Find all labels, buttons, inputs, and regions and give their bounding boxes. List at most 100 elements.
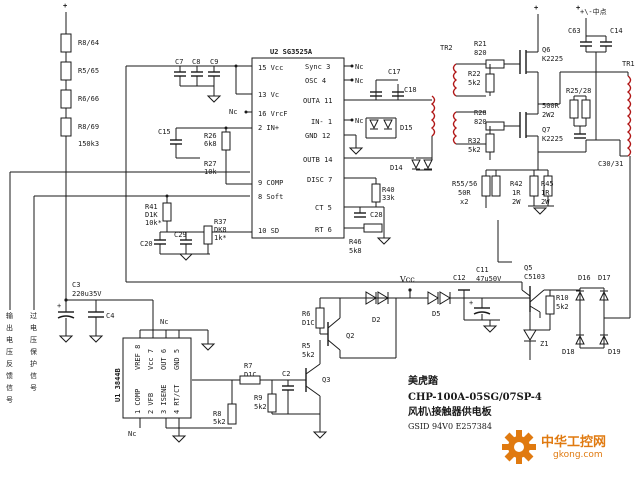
resistor-r5: R5 5k2 [302, 342, 315, 359]
svg-text:R5: R5 [302, 342, 310, 350]
svg-text:R6: R6 [302, 310, 310, 318]
svg-text:D15: D15 [400, 124, 413, 132]
svg-text:3 ISENE: 3 ISENE [160, 384, 168, 414]
svg-text:R40: R40 [382, 186, 395, 194]
svg-text:C3: C3 [72, 281, 80, 289]
svg-text:电: 电 [30, 323, 37, 332]
divider-value-label: 150k3 [78, 140, 99, 148]
svg-text:2 IN+: 2 IN+ [258, 124, 279, 132]
vcc-label: Vcc [399, 275, 415, 284]
svg-text:R10: R10 [556, 294, 569, 302]
svg-text:D19: D19 [608, 348, 621, 356]
svg-text:OUTB 14: OUTB 14 [303, 156, 333, 164]
svg-text:信: 信 [6, 383, 13, 392]
svg-text:C28: C28 [370, 211, 383, 219]
svg-text:D17: D17 [598, 274, 611, 282]
feedback-signal-label: 输 出 电 压 反 馈 信 号 [6, 311, 13, 404]
svg-text:C17: C17 [388, 68, 401, 76]
svg-text:Q5: Q5 [524, 264, 532, 272]
svg-text:Sync 3: Sync 3 [305, 63, 330, 71]
svg-text:馈: 馈 [6, 371, 13, 380]
capacitor-c4: C4 [88, 300, 114, 343]
outa-network: C17 C18 D15 [344, 68, 436, 160]
svg-text:C20: C20 [140, 240, 153, 248]
svg-text:Q6: Q6 [542, 46, 550, 54]
svg-text:R7: R7 [244, 362, 252, 370]
nc-osc: Nc [355, 77, 363, 85]
svg-text:D1K: D1K [145, 211, 158, 219]
svg-text:R21: R21 [474, 40, 487, 48]
title-block: 美虎踏 CHP-100A-05SG/07SP-4 风机\接触器供电板 GSID … [408, 374, 542, 431]
soft-start-network: R41 D1K 10k* C20 C29 R37 DK8 1k* [140, 194, 252, 261]
u1-label: U1 3844B [114, 368, 122, 402]
capacitor-c3: C3 220u35V + [57, 281, 102, 343]
resistor-r10: R10 5k2 [545, 290, 569, 330]
svg-text:820: 820 [474, 49, 487, 57]
svg-text:R37: R37 [214, 218, 227, 226]
resistor-r8-64 [60, 33, 72, 53]
svg-text:RT 6: RT 6 [315, 226, 332, 234]
svg-text:Q2: Q2 [346, 332, 354, 340]
svg-text:C5103: C5103 [524, 273, 545, 281]
svg-text:47u50V: 47u50V [476, 275, 502, 283]
svg-text:TR2: TR2 [440, 44, 453, 52]
svg-text:R28: R28 [474, 109, 487, 117]
svg-text:R8: R8 [213, 410, 221, 418]
svg-text:1R: 1R [512, 189, 521, 197]
r8-64-label: R8/64 [78, 39, 99, 47]
svg-text:K2225: K2225 [542, 135, 563, 143]
ic-u2-sg3525a: U2 SG3525A 15 Vcc 13 Vc 16 VrcF 2 IN+ 9 … [251, 48, 345, 239]
r5-65-label: R5/65 [78, 67, 99, 75]
svg-text:1 COMP: 1 COMP [134, 389, 142, 414]
svg-text:+: + [57, 302, 61, 310]
svg-text:GND 5: GND 5 [173, 349, 181, 370]
svg-text:+: + [469, 299, 473, 307]
svg-text:R45: R45 [541, 180, 554, 188]
svg-text:R42: R42 [510, 180, 523, 188]
svg-text:10k: 10k [204, 168, 217, 176]
capacitor-c12: C12 [453, 274, 482, 299]
svg-text:C18: C18 [404, 86, 417, 94]
svg-text:K2225: K2225 [542, 55, 563, 63]
c30-label: C30/31 [598, 160, 623, 168]
svg-text:9 COMP: 9 COMP [258, 179, 283, 187]
svg-text:D14: D14 [390, 164, 403, 172]
svg-text:4 RT/CT: 4 RT/CT [173, 384, 181, 414]
svg-text:10 SD: 10 SD [258, 227, 279, 235]
mosfet-q7: Q7 K2225 500R 2W2 [519, 102, 563, 170]
output-caps-c63-c14: +\-中点 + C63 C14 [568, 4, 623, 140]
mosfet-q6: Q6 K2225 + [519, 4, 563, 104]
svg-text:5k2: 5k2 [468, 146, 481, 154]
svg-text:820: 820 [474, 118, 487, 126]
bridge-rectifier: D16 D17 D18 D19 [562, 156, 631, 356]
title-line-1: 美虎踏 [408, 374, 439, 387]
svg-text:2W2: 2W2 [542, 111, 555, 119]
overvoltage-signal-label: 过 电 压 保 护 信 号 [30, 311, 37, 392]
capacitor-c2: C2 [282, 370, 294, 414]
plus-terminal-center: + [576, 4, 580, 12]
svg-text:R25/28: R25/28 [566, 87, 591, 95]
svg-text:5k2: 5k2 [302, 351, 315, 359]
transformer-tr2: TR2 [440, 44, 486, 145]
svg-text:16 VrcF: 16 VrcF [258, 110, 288, 118]
svg-text:10k*: 10k* [145, 219, 162, 227]
svg-text:过: 过 [30, 311, 37, 320]
plus-terminal-q6: + [534, 4, 538, 12]
svg-text:50R: 50R [458, 189, 471, 197]
disc-ct-rt-network: R40 33k C28 R46 5k8 [344, 177, 395, 255]
svg-text:C4: C4 [106, 312, 114, 320]
caps-c7-c8-c9 [174, 66, 222, 103]
svg-text:220u35V: 220u35V [72, 290, 102, 298]
r8-69-label: R8/69 [78, 123, 99, 131]
svg-text:号: 号 [6, 396, 13, 404]
gear-icon [502, 430, 536, 464]
svg-text:500R: 500R [542, 102, 560, 110]
r6-66-label: R6/66 [78, 95, 99, 103]
svg-text:压: 压 [30, 336, 37, 344]
transistor-q3: Q3 [305, 340, 330, 439]
svg-text:CT 5: CT 5 [315, 204, 332, 212]
ic-u1-3844b: U1 3844B VREF 8 Vcc 7 OUT 6 GND 5 1 COMP… [96, 299, 240, 443]
svg-text:5k8: 5k8 [349, 247, 362, 255]
left-divider-chain: + R8/64 R5/65 R6/66 R8/69 150k3 [60, 2, 99, 302]
